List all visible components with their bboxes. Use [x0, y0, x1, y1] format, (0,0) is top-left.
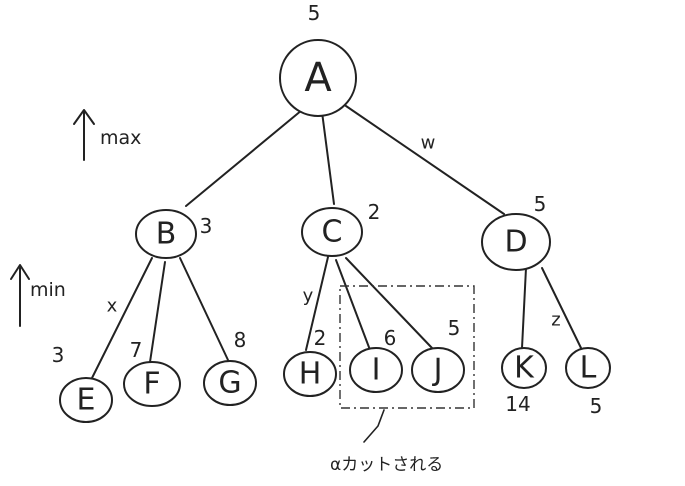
node-value: 5 [590, 394, 603, 418]
node-label: K [514, 351, 535, 386]
node-i: I 6 [349, 326, 403, 393]
node-h: H 2 [283, 326, 337, 397]
node-label: H [299, 357, 322, 392]
node-value: 8 [234, 328, 247, 352]
node-value: 3 [52, 343, 65, 367]
node-l: L 5 [565, 347, 611, 418]
node-label: L [580, 351, 597, 386]
node-value: 2 [314, 326, 327, 350]
edge-d-k [521, 267, 527, 349]
min-arrowhead-icon [10, 264, 30, 280]
alpha-cut-pointer [363, 409, 385, 443]
edge-c-h [305, 256, 329, 351]
edge-b-g [179, 257, 229, 361]
edge-d-l [541, 267, 583, 351]
node-label: A [304, 55, 332, 101]
node-value: 3 [200, 214, 213, 238]
node-value: 7 [130, 338, 143, 362]
node-label: J [432, 353, 443, 388]
min-label: min [30, 279, 66, 301]
max-label: max [100, 127, 141, 149]
node-value: 5 [308, 1, 321, 25]
edge-b-e [91, 257, 153, 379]
min-level-indicator: min [10, 264, 66, 327]
node-d: D 5 [481, 192, 551, 271]
node-value: 2 [368, 200, 381, 224]
node-j: J 5 [411, 316, 465, 393]
node-label: E [77, 383, 96, 418]
node-label: D [504, 225, 527, 260]
edge-label-z: z [551, 310, 560, 331]
node-c: C 2 [301, 200, 381, 257]
edge-c-j [345, 257, 433, 349]
node-value: 5 [448, 316, 461, 340]
edge-a-d [345, 105, 505, 215]
node-value: 14 [505, 392, 530, 416]
alpha-cut-caption: αカットされる [330, 455, 443, 475]
edge-c-i [335, 259, 371, 351]
max-arrowhead-icon [73, 109, 95, 125]
node-e: E 3 [52, 343, 113, 423]
node-label: B [156, 217, 177, 252]
node-a: A 5 [279, 1, 357, 117]
node-label: F [143, 367, 160, 402]
edge-b-f [149, 261, 166, 363]
tree-edges [91, 105, 583, 379]
node-g: G 8 [203, 328, 257, 406]
edge-label-w: w [421, 133, 436, 154]
node-f: F 7 [123, 338, 181, 407]
edge-label-x: x [107, 296, 118, 317]
node-b: B 3 [135, 209, 213, 259]
node-label: I [372, 353, 381, 388]
alpha-cut-box [339, 285, 475, 409]
node-label: G [218, 366, 241, 401]
max-level-indicator: max [73, 109, 141, 161]
edge-a-c [321, 111, 335, 205]
node-value: 6 [384, 326, 397, 350]
node-label: C [322, 215, 343, 250]
edge-a-b [185, 109, 303, 207]
edge-label-y: y [303, 286, 314, 307]
node-k: K 14 [501, 347, 547, 416]
node-value: 5 [534, 192, 547, 216]
